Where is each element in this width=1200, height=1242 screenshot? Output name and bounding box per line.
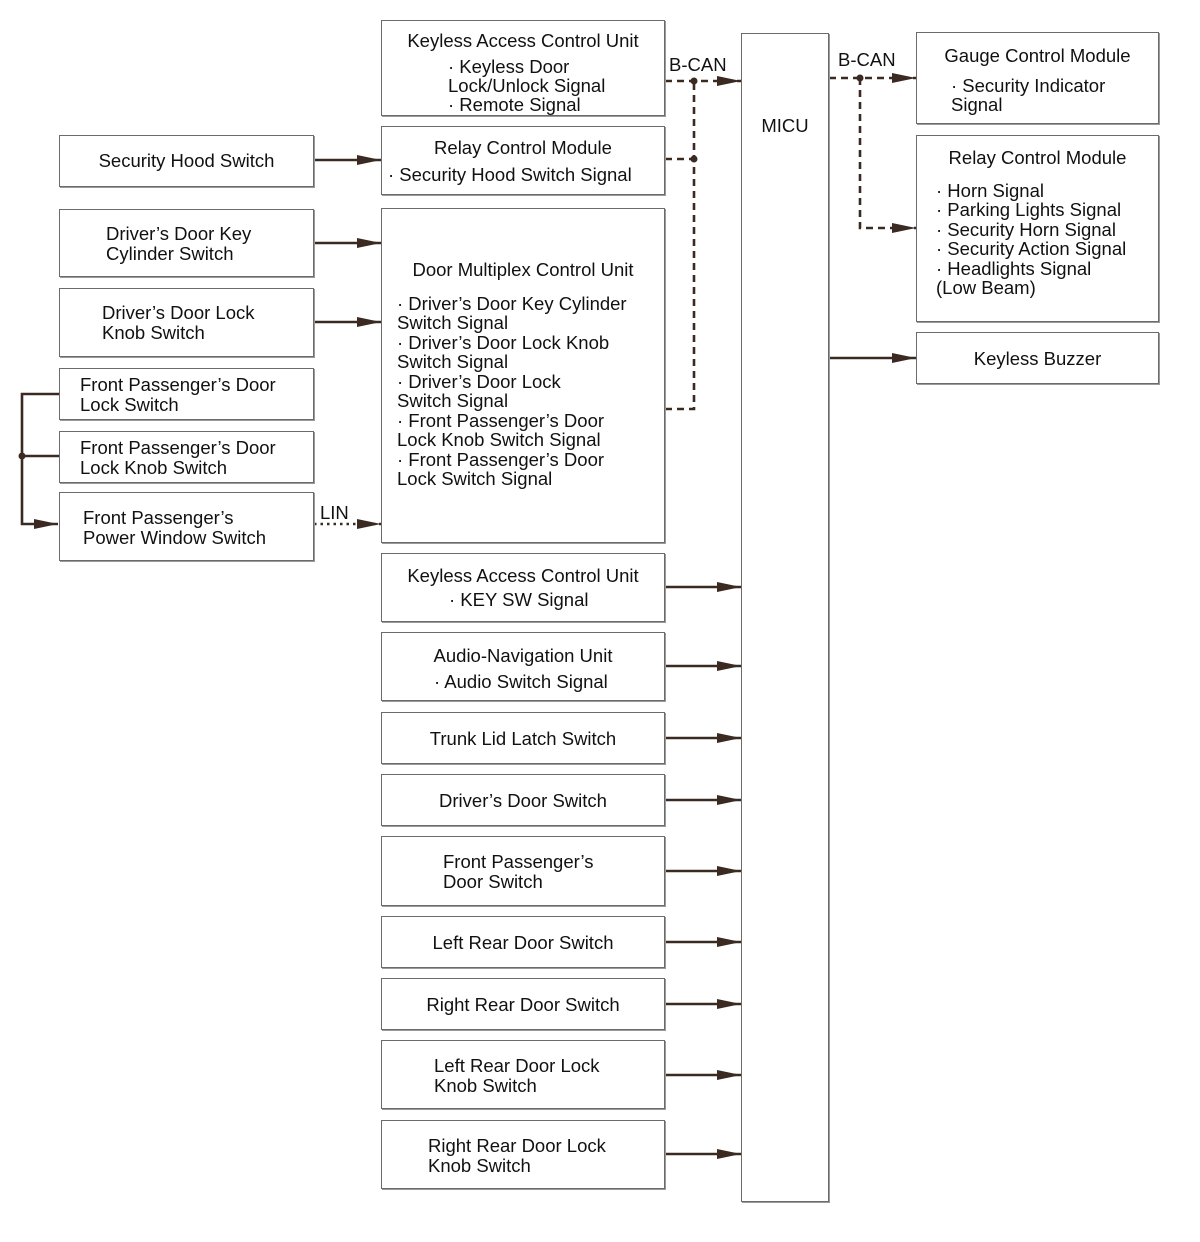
box-item: · Driver’s Door Lock Knob xyxy=(397,332,610,353)
box-item: Lock/Unlock Signal xyxy=(448,75,606,96)
box-line: Power Window Switch xyxy=(83,527,267,548)
box-item: (Low Beam) xyxy=(936,277,1036,298)
keyless-access-control-unit-top-box: Keyless Access Control Unit · Keyless Do… xyxy=(381,20,665,116)
drivers-door-switch-box: Driver’s Door Switch xyxy=(381,774,665,826)
box-title: Keyless Access Control Unit xyxy=(407,565,639,586)
box-line: Lock Switch xyxy=(80,394,179,415)
box-line: Driver’s Door Key xyxy=(106,223,252,244)
box-item: · Audio Switch Signal xyxy=(434,671,608,692)
box-item: Switch Signal xyxy=(397,312,509,333)
box-line: Cylinder Switch xyxy=(106,243,234,264)
bcan-to-relay xyxy=(858,78,916,233)
relay-control-module-left-box: Relay Control Module · Security Hood Swi… xyxy=(381,126,665,195)
keyless-buzzer-box: Keyless Buzzer xyxy=(916,332,1159,384)
drivers-door-key-cylinder-switch-box: Driver’s Door Key Cylinder Switch xyxy=(59,209,314,277)
trunk-lid-latch-switch-box: Trunk Lid Latch Switch xyxy=(381,712,665,764)
relay-control-module-right-box: Relay Control Module · Horn Signal · Par… xyxy=(916,135,1159,322)
box-line: Door Switch xyxy=(443,871,543,892)
box-line: Lock Knob Switch xyxy=(80,457,228,478)
box-line: Knob Switch xyxy=(102,322,205,343)
box-item: Switch Signal xyxy=(397,351,509,372)
box-item: · Security Action Signal xyxy=(936,238,1127,259)
box-item: · Driver’s Door Key Cylinder xyxy=(397,293,627,314)
box-line: Right Rear Door Lock xyxy=(428,1135,606,1156)
micu-title: MICU xyxy=(761,115,809,136)
front-passengers-door-lock-knob-switch-box: Front Passenger’s Door Lock Knob Switch xyxy=(59,431,314,483)
box-line: Trunk Lid Latch Switch xyxy=(429,728,617,749)
box-item: · Front Passenger’s Door xyxy=(397,449,605,470)
box-item: · Headlights Signal xyxy=(936,258,1092,279)
box-item: Switch Signal xyxy=(397,390,509,411)
box-line: Knob Switch xyxy=(434,1075,537,1096)
box-item: · Security Horn Signal xyxy=(936,219,1116,240)
box-line: Knob Switch xyxy=(428,1155,531,1176)
right-rear-door-lock-knob-switch-box: Right Rear Door Lock Knob Switch xyxy=(381,1120,665,1189)
front-passengers-door-lock-switch-box: Front Passenger’s Door Lock Switch xyxy=(59,368,314,420)
box-item: · Security Hood Switch Signal xyxy=(388,164,632,185)
box-line: Front Passenger’s Door xyxy=(80,374,276,395)
box-title: Gauge Control Module xyxy=(944,45,1131,66)
box-line: Driver’s Door Switch xyxy=(439,790,607,811)
box-title: Relay Control Module xyxy=(948,147,1127,168)
box-item: · Security Indicator xyxy=(951,75,1106,96)
box-item: Lock Switch Signal xyxy=(397,468,553,489)
security-hood-switch-box: Security Hood Switch xyxy=(59,135,314,187)
box-title: Audio-Navigation Unit xyxy=(433,645,613,666)
box-line: Left Rear Door Switch xyxy=(432,932,614,953)
keyless-access-control-unit-mid-box: Keyless Access Control Unit · KEY SW Sig… xyxy=(381,553,665,622)
audio-navigation-unit-box: Audio-Navigation Unit · Audio Switch Sig… xyxy=(381,632,665,701)
front-passengers-power-window-switch-box: Front Passenger’s Power Window Switch xyxy=(59,492,314,561)
box-line: Right Rear Door Switch xyxy=(426,994,620,1015)
box-line: Front Passenger’s Door xyxy=(80,437,276,458)
box-item: Signal xyxy=(951,94,1003,115)
box-title: Keyless Access Control Unit xyxy=(407,30,639,51)
box-item: · Front Passenger’s Door xyxy=(397,410,605,431)
box-line: Security Hood Switch xyxy=(98,150,275,171)
right-rear-door-switch-box: Right Rear Door Switch xyxy=(381,978,665,1030)
left-rear-door-switch-box: Left Rear Door Switch xyxy=(381,916,665,968)
front-passengers-door-switch-box: Front Passenger’s Door Switch xyxy=(381,836,665,906)
box-item: Lock Knob Switch Signal xyxy=(397,429,601,450)
box-item: · Parking Lights Signal xyxy=(936,199,1122,220)
box-line: Front Passenger’s xyxy=(83,507,234,528)
box-line: Driver’s Door Lock xyxy=(102,302,255,323)
gauge-control-module-box: Gauge Control Module · Security Indicato… xyxy=(916,32,1159,124)
box-item: · Remote Signal xyxy=(448,94,581,115)
drivers-door-lock-knob-switch-box: Driver’s Door Lock Knob Switch xyxy=(59,288,314,357)
bcan-bus-left xyxy=(665,81,696,411)
micu-box: MICU xyxy=(741,33,829,1202)
box-item: · Driver’s Door Lock xyxy=(397,371,561,392)
box-line: Left Rear Door Lock xyxy=(434,1055,600,1076)
bcan-label-left: B-CAN xyxy=(669,54,727,75)
bcan-label-right: B-CAN xyxy=(838,49,896,70)
box-title: Door Multiplex Control Unit xyxy=(412,259,634,280)
box-title: Relay Control Module xyxy=(434,137,612,158)
box-item: · KEY SW Signal xyxy=(449,589,589,610)
left-rear-door-lock-knob-switch-box: Left Rear Door Lock Knob Switch xyxy=(381,1040,665,1109)
door-multiplex-control-unit-box: Door Multiplex Control Unit · Driver’s D… xyxy=(381,208,665,543)
box-item: · Keyless Door xyxy=(448,56,570,77)
box-item: · Horn Signal xyxy=(936,180,1044,201)
box-line: Keyless Buzzer xyxy=(973,348,1102,369)
fp-bracket xyxy=(20,392,60,529)
box-line: Front Passenger’s xyxy=(443,851,594,872)
lin-label: LIN xyxy=(320,502,349,523)
